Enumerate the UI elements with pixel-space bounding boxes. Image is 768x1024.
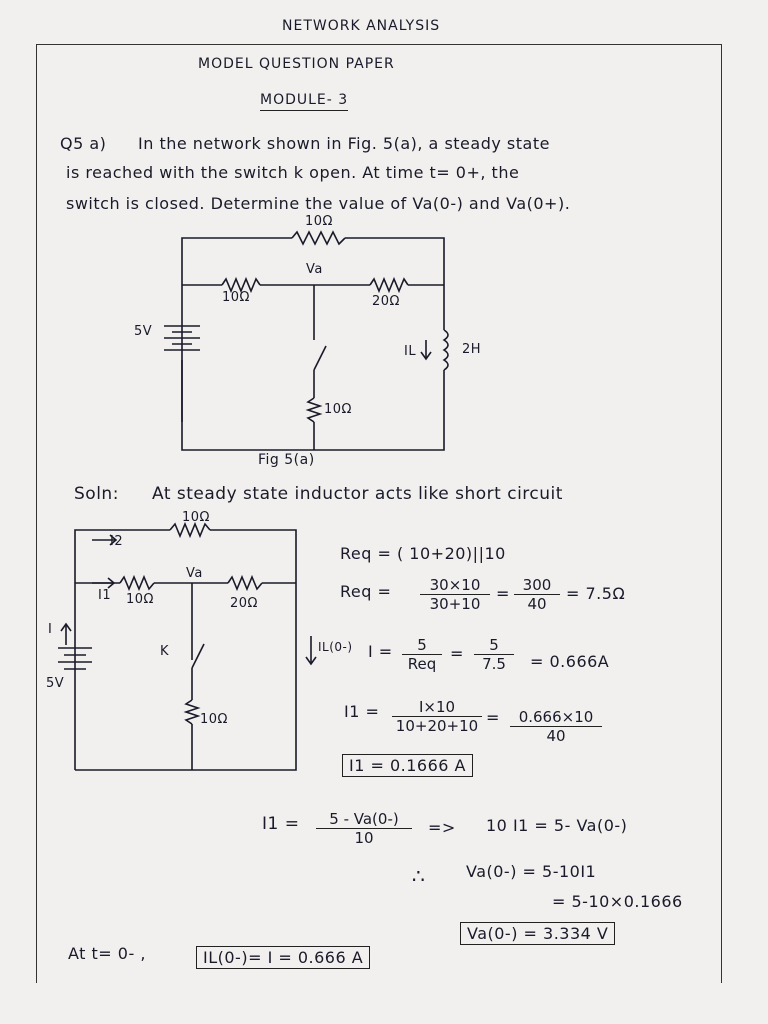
question-number: Q5 a) [60,134,107,153]
fig2-r-right [227,574,263,592]
question-line-1: In the network shown in Fig. 5(a), a ste… [138,134,550,153]
therefore-symbol: ∴ [412,864,426,888]
fig1-switch [313,345,327,371]
fig1-caption: Fig 5(a) [258,452,315,468]
il-arrow-label: IL(0-) [318,640,353,654]
i-lhs: I = [368,642,393,661]
req-line-2-lhs: Req = [340,582,392,601]
fig1-source-label: 5V [134,324,153,339]
fig1-r-top [291,230,346,246]
fig2-source-label: 5V [46,676,65,691]
fig1-r-bottom [305,397,323,423]
req-result: = 7.5Ω [566,584,626,603]
va-result-box: Va(0-) = 3.334 V [460,922,616,945]
question-line-3: switch is closed. Determine the value of… [66,194,571,213]
fig1-inductor [442,329,449,371]
fig2-r-left-label: 10Ω [126,592,154,607]
question-line-2: is reached with the switch k open. At ti… [66,163,520,182]
fig2-r-top [169,521,211,539]
i-equals: = [450,644,464,663]
subject-title: NETWORK ANALYSIS [282,18,441,34]
fig1-r-top-label: 10Ω [305,214,333,229]
fig1-node-label: Va [306,262,323,277]
eq5-rhs: 10 I1 = 5- Va(0-) [486,816,628,835]
fig1-inductor-label: 2H [462,342,482,357]
fig1-il-label: IL [404,344,417,359]
fig2-switch [191,643,205,669]
fig1-wires [181,237,292,422]
fig2-r-bottom-label: 10Ω [200,712,228,727]
req-line-1: Req = ( 10+20)||10 [340,544,506,563]
soln-statement: At steady state inductor acts like short… [152,484,563,504]
fig1-r-right [369,276,409,294]
fig1-r-right-label: 20Ω [372,294,400,309]
paper-title: MODEL QUESTION PAPER [198,56,395,72]
fig2-i2-label: I2 [110,534,124,549]
fig2-r-top-label: 10Ω [182,510,210,525]
page-border [36,44,722,983]
fig1-r-left [221,276,261,294]
i1-lhs: I1 = [344,702,380,721]
fig2-switch-label: K [160,644,170,659]
fig2-r-bottom [183,699,201,725]
soln-label: Soln: [74,484,119,504]
fig2-i-label: I [48,622,53,637]
fig1-r-bottom-label: 10Ω [324,402,352,417]
fig2-i1-label: I1 [98,588,112,603]
eq5-fraction: 5 - Va(0-)10 [316,810,412,847]
eq5-lhs: I1 = [262,814,300,834]
va-line-1: Va(0-) = 5-10I1 [466,862,597,881]
fig2-r-right-label: 20Ω [230,596,258,611]
module-title: MODULE- 3 [260,92,349,111]
il-result-box: IL(0-)= I = 0.666 A [196,946,371,969]
i1-result-box: I1 = 0.1666 A [342,754,473,777]
fig2-node-label: Va [186,566,203,581]
eq5-arrow: => [428,818,456,837]
i1-equals: = [486,708,500,727]
at-time-label: At t= 0- , [68,944,146,963]
va-line-2: = 5-10×0.1666 [552,892,683,911]
fig1-r-left-label: 10Ω [222,290,250,305]
i-result: = 0.666A [530,652,610,671]
fig2-r-left [119,574,155,592]
req-equals: = [496,584,510,603]
